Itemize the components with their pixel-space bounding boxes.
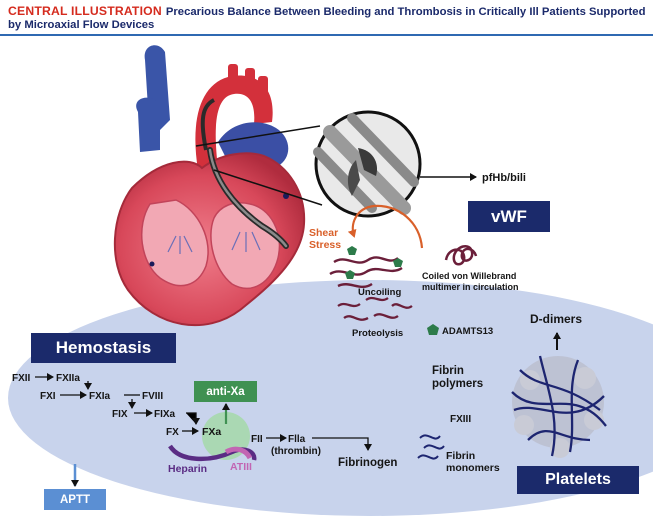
shear-label-1: Shear	[309, 227, 338, 239]
coiled-label-1: Coiled von Willebrand	[422, 271, 516, 281]
aptt-box-label: APTT	[59, 493, 91, 506]
fxiii-label: FXIII	[450, 414, 471, 425]
atiii-label: ATIII	[230, 461, 252, 473]
adamts13-label: ADAMTS13	[442, 326, 493, 337]
uncoiling-strands	[329, 246, 403, 289]
atiii-curve-icon	[224, 446, 253, 460]
uncoiling-label: Uncoiling	[358, 287, 401, 298]
fxiia-label: FXIIa	[56, 373, 80, 384]
antixa-box: anti-Xa	[194, 381, 257, 402]
fxia-label: FXIa	[89, 391, 111, 402]
coagulation-cascade: FXII FXIIa FXI FXIa FVIII FIX FIXa FX	[12, 373, 200, 438]
adamts13-pentagon-icon	[427, 324, 439, 335]
vwf-box: vWF	[468, 201, 550, 232]
fix-label: FIX	[112, 409, 128, 420]
hemostasis-box: Hemostasis	[31, 333, 176, 363]
antixa-box-label: anti-Xa	[206, 385, 245, 398]
fibrinogen-label: Fibrinogen	[338, 457, 397, 469]
shear-label-2: Stress	[309, 239, 341, 251]
vwf-box-label: vWF	[491, 206, 527, 226]
header-tag: CENTRAL ILLUSTRATION	[8, 4, 162, 18]
fxii-label: FXII	[12, 373, 31, 384]
platelets-box-label: Platelets	[545, 471, 611, 488]
coiled-vwf-squiggle	[444, 244, 478, 266]
platelets-box: Platelets	[517, 466, 639, 494]
thrombin-label: (thrombin)	[271, 446, 321, 457]
fibrin-polymers-label-1: Fibrin	[432, 365, 464, 377]
header-rule	[0, 34, 653, 36]
coiled-label-2: multimer in circulation	[422, 282, 519, 292]
aptt-box: APTT	[44, 489, 106, 510]
pfhb-label: pfHb/bili	[482, 172, 526, 184]
shear-stress-arrow	[347, 204, 424, 249]
fxa-label: FXa	[202, 426, 221, 438]
ddimers-label: D-dimers	[530, 312, 582, 326]
fx-label: FX	[166, 427, 179, 438]
fxi-label: FXI	[40, 391, 56, 402]
fviii-label: FVIII	[142, 391, 163, 402]
header-title: Precarious Balance Between Bleeding and …	[8, 6, 646, 31]
heparin-label: Heparin	[168, 463, 207, 475]
fibrin-monomers-label-2: monomers	[446, 462, 500, 474]
hemostasis-box-label: Hemostasis	[55, 338, 152, 357]
fibrin-clot-mesh	[511, 355, 607, 458]
fixa-label: FIXa	[154, 409, 176, 420]
flla-label: Flla	[288, 434, 306, 445]
fibrin-monomers-squiggles	[417, 434, 445, 460]
fibrin-polymers-label-2: polymers	[432, 378, 483, 390]
proteolysis-label: Proteolysis	[352, 328, 403, 339]
proteolysis-fragments	[337, 296, 413, 321]
impeller-magnifier	[313, 110, 422, 218]
heart-illustration	[113, 45, 306, 327]
fibrin-monomers-label-1: Fibrin	[446, 450, 475, 462]
fii-label: FII	[251, 434, 263, 445]
magnifier-zoom-lines	[195, 125, 323, 206]
